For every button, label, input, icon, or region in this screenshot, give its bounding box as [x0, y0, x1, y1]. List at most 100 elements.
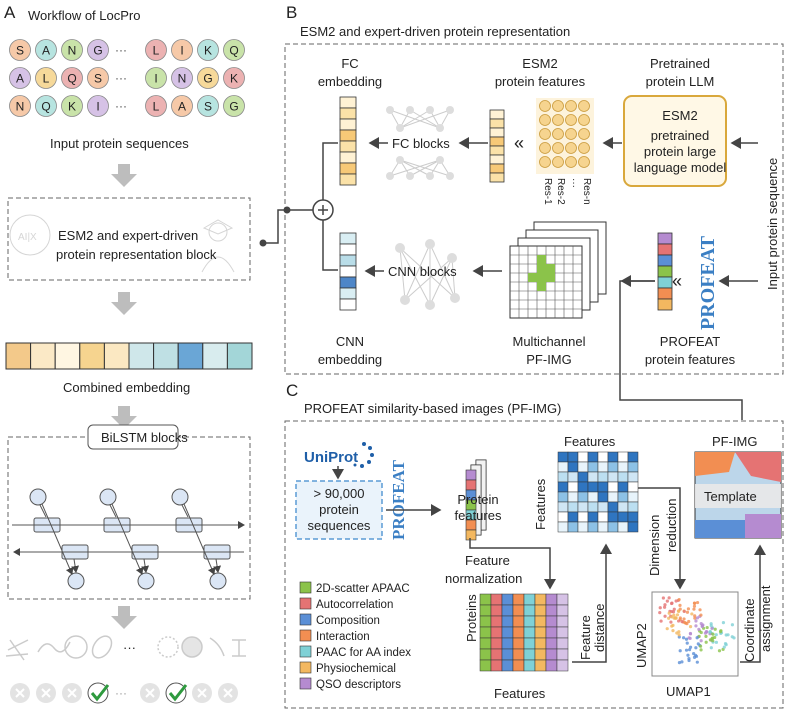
heatmap-cell [617, 481, 629, 493]
residue-feature-node [539, 156, 551, 168]
umap-point [680, 660, 684, 664]
cross-icon [15, 688, 25, 698]
umap-scatter [658, 596, 736, 665]
heatmap-cell [627, 501, 639, 513]
combined-cell [54, 342, 81, 370]
umap-point [713, 627, 717, 631]
residue-circle [145, 39, 167, 61]
umap-point [721, 621, 726, 625]
matrix-cell [523, 648, 536, 661]
matrix-cell [556, 648, 569, 661]
heatmap-cell [597, 461, 609, 473]
legend-label: Composition [316, 615, 380, 627]
heatmap-cell [607, 491, 619, 503]
residue-letter: K [230, 72, 238, 86]
protein-feature-cell [465, 479, 477, 491]
heatmap-cell [587, 491, 599, 503]
umap-point [678, 607, 682, 611]
umap-point [699, 630, 703, 635]
bilstm-network [12, 488, 245, 590]
umap-point [678, 603, 682, 607]
residue-feature-node [539, 114, 551, 126]
heatmap-cell [597, 481, 609, 493]
cnn-edge [429, 243, 456, 299]
heatmap-cell [587, 471, 599, 483]
heatmap-cell [577, 461, 589, 473]
residue-feature-node [565, 114, 577, 126]
chevrons-2: « [672, 271, 682, 291]
residue-circle [171, 67, 193, 89]
heatmap-cell [627, 451, 639, 463]
block-line-1: ESM2 and expert-driven [58, 228, 198, 243]
correct-prediction-circle [87, 682, 109, 704]
svg-text:Res-n: Res-n [581, 178, 592, 205]
matrix-cell [534, 626, 547, 639]
in-arrow [109, 504, 117, 518]
umap-point [699, 648, 703, 652]
profeat-features-label-2: protein features [645, 352, 736, 367]
residue-feature-node [552, 156, 564, 168]
umap-point [667, 616, 671, 620]
heatmap-cell [617, 471, 629, 483]
umap-point [670, 615, 674, 619]
fc-node [436, 124, 444, 132]
legend-label: QSO descriptors [316, 679, 401, 691]
umap-point [701, 623, 705, 627]
heatmap-cell [567, 481, 579, 493]
active-pixel [528, 273, 537, 282]
sequences-box-line-1: > 90,000 [314, 486, 365, 501]
umap-point [699, 613, 703, 617]
fc-node [446, 106, 454, 114]
heatmap-cell [567, 461, 579, 473]
template-label: Template [704, 489, 757, 504]
input-node [171, 488, 189, 506]
fc-node [386, 106, 394, 114]
residue-circle [197, 39, 219, 61]
umap-point [709, 646, 713, 650]
residue-letter: A [16, 72, 24, 86]
matrix-cell [512, 615, 525, 628]
esm2-features-vector [489, 109, 505, 183]
profeat-link-line [619, 280, 743, 420]
profeat-cell [657, 232, 673, 245]
heatmap-cell [597, 501, 609, 513]
residue-feature-node [578, 142, 590, 154]
residue-letter: N [178, 72, 187, 86]
svg-text:Res-2: Res-2 [555, 178, 566, 205]
heatmap-cell [567, 521, 579, 533]
esm2-features-label-1: ESM2 [522, 56, 557, 71]
distance-label-1: Feature [578, 615, 593, 660]
panel-b-title: ESM2 and expert-driven protein represent… [300, 24, 570, 39]
residue-letter: G [229, 100, 238, 114]
matrix-cell [512, 648, 525, 661]
sequence-ellipsis: ··· [115, 71, 127, 85]
legend-label: 2D-scatter APAAC [316, 583, 410, 595]
umap-point [704, 640, 708, 644]
profeat-cell [657, 276, 673, 289]
output-node [67, 572, 85, 590]
panel-c-title: PROFEAT similarity-based images (PF-IMG) [304, 401, 561, 416]
umap-point [704, 634, 708, 638]
residue-letter: A [42, 44, 50, 58]
legend-swatch [299, 661, 312, 674]
fc-cell [339, 151, 357, 164]
heatmap-cell [597, 471, 609, 483]
fc-node [426, 172, 434, 180]
esm-feature-cell [489, 154, 505, 165]
umap-point [688, 636, 692, 640]
down-arrow-3 [111, 406, 137, 429]
heatmap-cell [587, 521, 599, 533]
protein-feature-cell [465, 469, 477, 481]
representation-block-box [7, 197, 251, 281]
fc-cell [339, 96, 357, 109]
combined-cell [30, 342, 56, 370]
residue-feature-node [539, 128, 551, 140]
combined-cell [5, 342, 32, 370]
matrix-cell [534, 615, 547, 628]
pretrained-label-2: protein LLM [646, 74, 715, 89]
down-arrow-2 [111, 292, 137, 315]
umap-point [698, 644, 703, 648]
legend-label: Autocorrelation [316, 599, 393, 611]
sequences-box [295, 480, 383, 540]
